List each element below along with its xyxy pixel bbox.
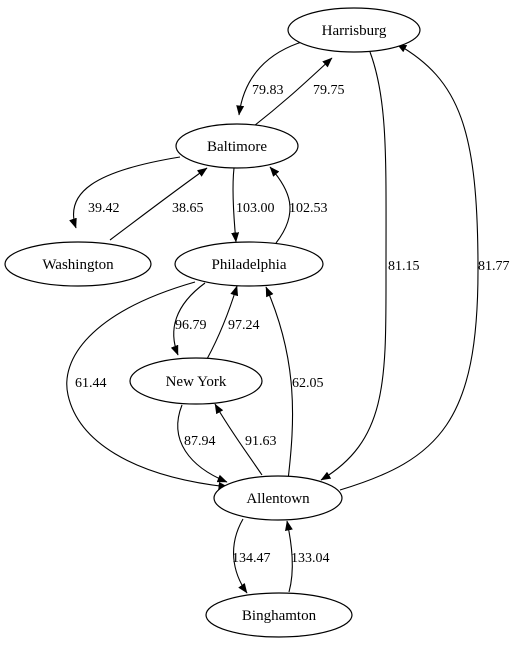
edge-weight-label: 102.53	[289, 201, 328, 216]
edge-weight-label: 38.65	[172, 201, 204, 216]
node-philadelphia: Philadelphia	[174, 241, 324, 287]
node-binghamton: Binghamton	[205, 592, 353, 638]
edge-harrisburg-allentown: 81.15	[320, 51, 420, 481]
nodes: Harrisburg Baltimore Washington Philadel…	[4, 7, 421, 638]
edge-weight-label: 97.24	[228, 318, 260, 333]
node-label: New York	[166, 374, 227, 390]
node-washington: Washington	[4, 241, 152, 287]
edge-harrisburg-baltimore: 79.83	[236, 40, 306, 116]
edge-weight-label: 81.77	[478, 259, 510, 274]
node-baltimore: Baltimore	[175, 123, 299, 169]
edge-weight-label: 96.79	[175, 318, 207, 333]
edge-allentown-harrisburg: 81.77	[339, 43, 510, 491]
edge-weight-label: 133.04	[291, 551, 330, 566]
node-allentown: Allentown	[213, 475, 343, 521]
edge-baltimore-harrisburg: 79.75	[249, 57, 345, 130]
edge-weight-label: 103.00	[236, 201, 275, 216]
edge-allentown-binghamton: 134.47	[232, 518, 271, 594]
edge-philadelphia-newyork: 96.79	[170, 282, 207, 356]
node-label: Binghamton	[242, 608, 317, 624]
edge-baltimore-washington: 39.42	[69, 156, 181, 229]
node-label: Harrisburg	[322, 23, 387, 39]
edge-washington-baltimore: 38.65	[109, 167, 208, 241]
node-label: Philadelphia	[212, 257, 287, 273]
edge-newyork-allentown: 87.94	[177, 404, 228, 483]
node-harrisburg: Harrisburg	[287, 7, 421, 53]
edge-allentown-newyork: 91.63	[214, 403, 277, 476]
edge-philadelphia-baltimore: 102.53	[269, 166, 328, 244]
edge-weight-label: 79.83	[252, 83, 284, 98]
edge-binghamton-allentown: 133.04	[285, 520, 330, 593]
node-label: Allentown	[246, 491, 310, 507]
edge-allentown-philadelphia: 62.05	[265, 286, 324, 481]
node-label: Washington	[42, 257, 114, 273]
edge-weight-label: 62.05	[292, 376, 324, 391]
node-newyork: New York	[129, 357, 263, 405]
edge-weight-label: 79.75	[313, 83, 345, 98]
node-label: Baltimore	[207, 139, 267, 155]
edge-weight-label: 134.47	[232, 551, 271, 566]
edge-baltimore-philadelphia: 103.00	[231, 167, 275, 243]
edge-weight-label: 61.44	[75, 376, 107, 391]
edges: 79.83 79.75 39.42 38.65 103.00 102.53 81…	[66, 40, 510, 594]
edge-weight-label: 81.15	[388, 259, 420, 274]
edge-newyork-philadelphia: 97.24	[206, 285, 260, 360]
edge-weight-label: 91.63	[245, 434, 277, 449]
edge-philadelphia-allentown: 61.44	[66, 281, 229, 490]
edge-weight-label: 39.42	[88, 201, 120, 216]
edge-weight-label: 87.94	[184, 434, 216, 449]
